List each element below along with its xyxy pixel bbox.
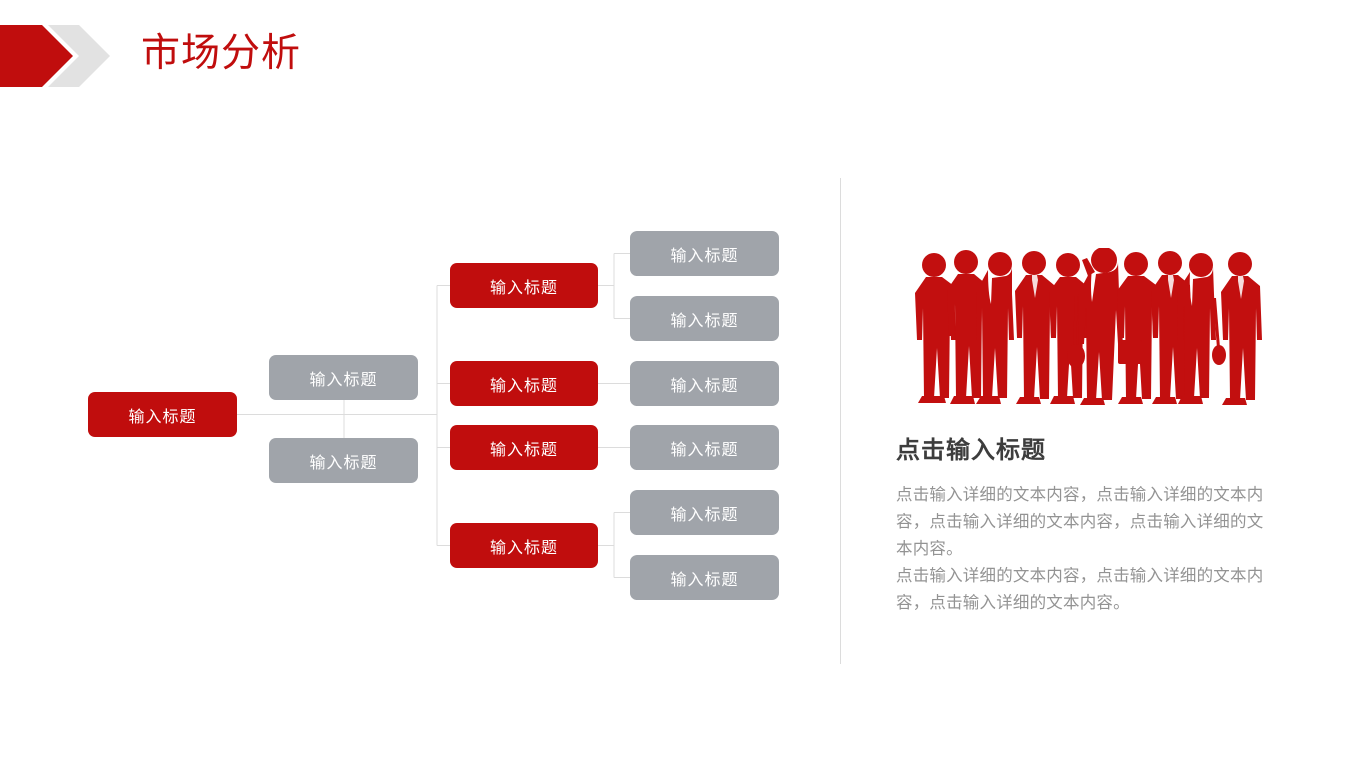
panel-paragraph-1: 点击输入详细的文本内容，点击输入详细的文本内容，点击输入详细的文本内容，点击输入… (896, 486, 1264, 558)
business-people-silhouette-icon (896, 247, 1266, 416)
tree-node-level4-6[interactable]: 输入标题 (630, 555, 779, 600)
tree-node-root[interactable]: 输入标题 (88, 392, 237, 437)
red-arrow-shape (0, 25, 73, 87)
tree-node-label: 输入标题 (670, 312, 739, 330)
tree-node-level3-4[interactable]: 输入标题 (450, 523, 598, 568)
tree-node-label: 输入标题 (670, 247, 739, 265)
page-title: 市场分析 (141, 32, 302, 75)
tree-node-level3-1[interactable]: 输入标题 (450, 263, 598, 308)
tree-node-label: 输入标题 (670, 441, 739, 459)
tree-node-level3-3[interactable]: 输入标题 (450, 425, 598, 470)
tree-node-level4-5[interactable]: 输入标题 (630, 490, 779, 535)
tree-node-label: 输入标题 (309, 371, 378, 389)
tree-node-label: 输入标题 (670, 506, 739, 524)
tree-node-label: 输入标题 (670, 571, 739, 589)
tree-node-level2-1[interactable]: 输入标题 (269, 355, 418, 400)
tree-node-label: 输入标题 (670, 377, 739, 395)
tree-node-level4-2[interactable]: 输入标题 (630, 296, 779, 341)
panel-paragraph-2: 点击输入详细的文本内容，点击输入详细的文本内容，点击输入详细的文本内容。 (896, 567, 1264, 612)
tree-node-label: 输入标题 (489, 539, 558, 557)
right-content-panel: 点击输入标题 点击输入详细的文本内容，点击输入详细的文本内容，点击输入详细的文本… (896, 247, 1276, 617)
vertical-divider (840, 178, 841, 664)
tree-node-level4-3[interactable]: 输入标题 (630, 361, 779, 406)
tree-node-level4-4[interactable]: 输入标题 (630, 425, 779, 470)
tree-node-label: 输入标题 (489, 441, 558, 459)
tree-node-label: 输入标题 (489, 279, 558, 297)
tree-node-level4-1[interactable]: 输入标题 (630, 231, 779, 276)
panel-heading: 点击输入标题 (896, 437, 1046, 464)
org-tree-diagram: 输入标题 输入标题 输入标题 输入标题 输入标题 输入标题 输入标题 输入标题 … (88, 231, 779, 600)
slide-header: 市场分析 (0, 0, 1365, 110)
tree-node-level2-2[interactable]: 输入标题 (269, 438, 418, 483)
tree-node-label: 输入标题 (489, 377, 558, 395)
tree-node-label: 输入标题 (309, 454, 378, 472)
header-arrow-group (0, 25, 110, 87)
tree-node-level3-2[interactable]: 输入标题 (450, 361, 598, 406)
tree-node-label: 输入标题 (128, 408, 197, 426)
gray-chevron-icon (48, 25, 110, 87)
tree-connector-lines (237, 252, 630, 579)
